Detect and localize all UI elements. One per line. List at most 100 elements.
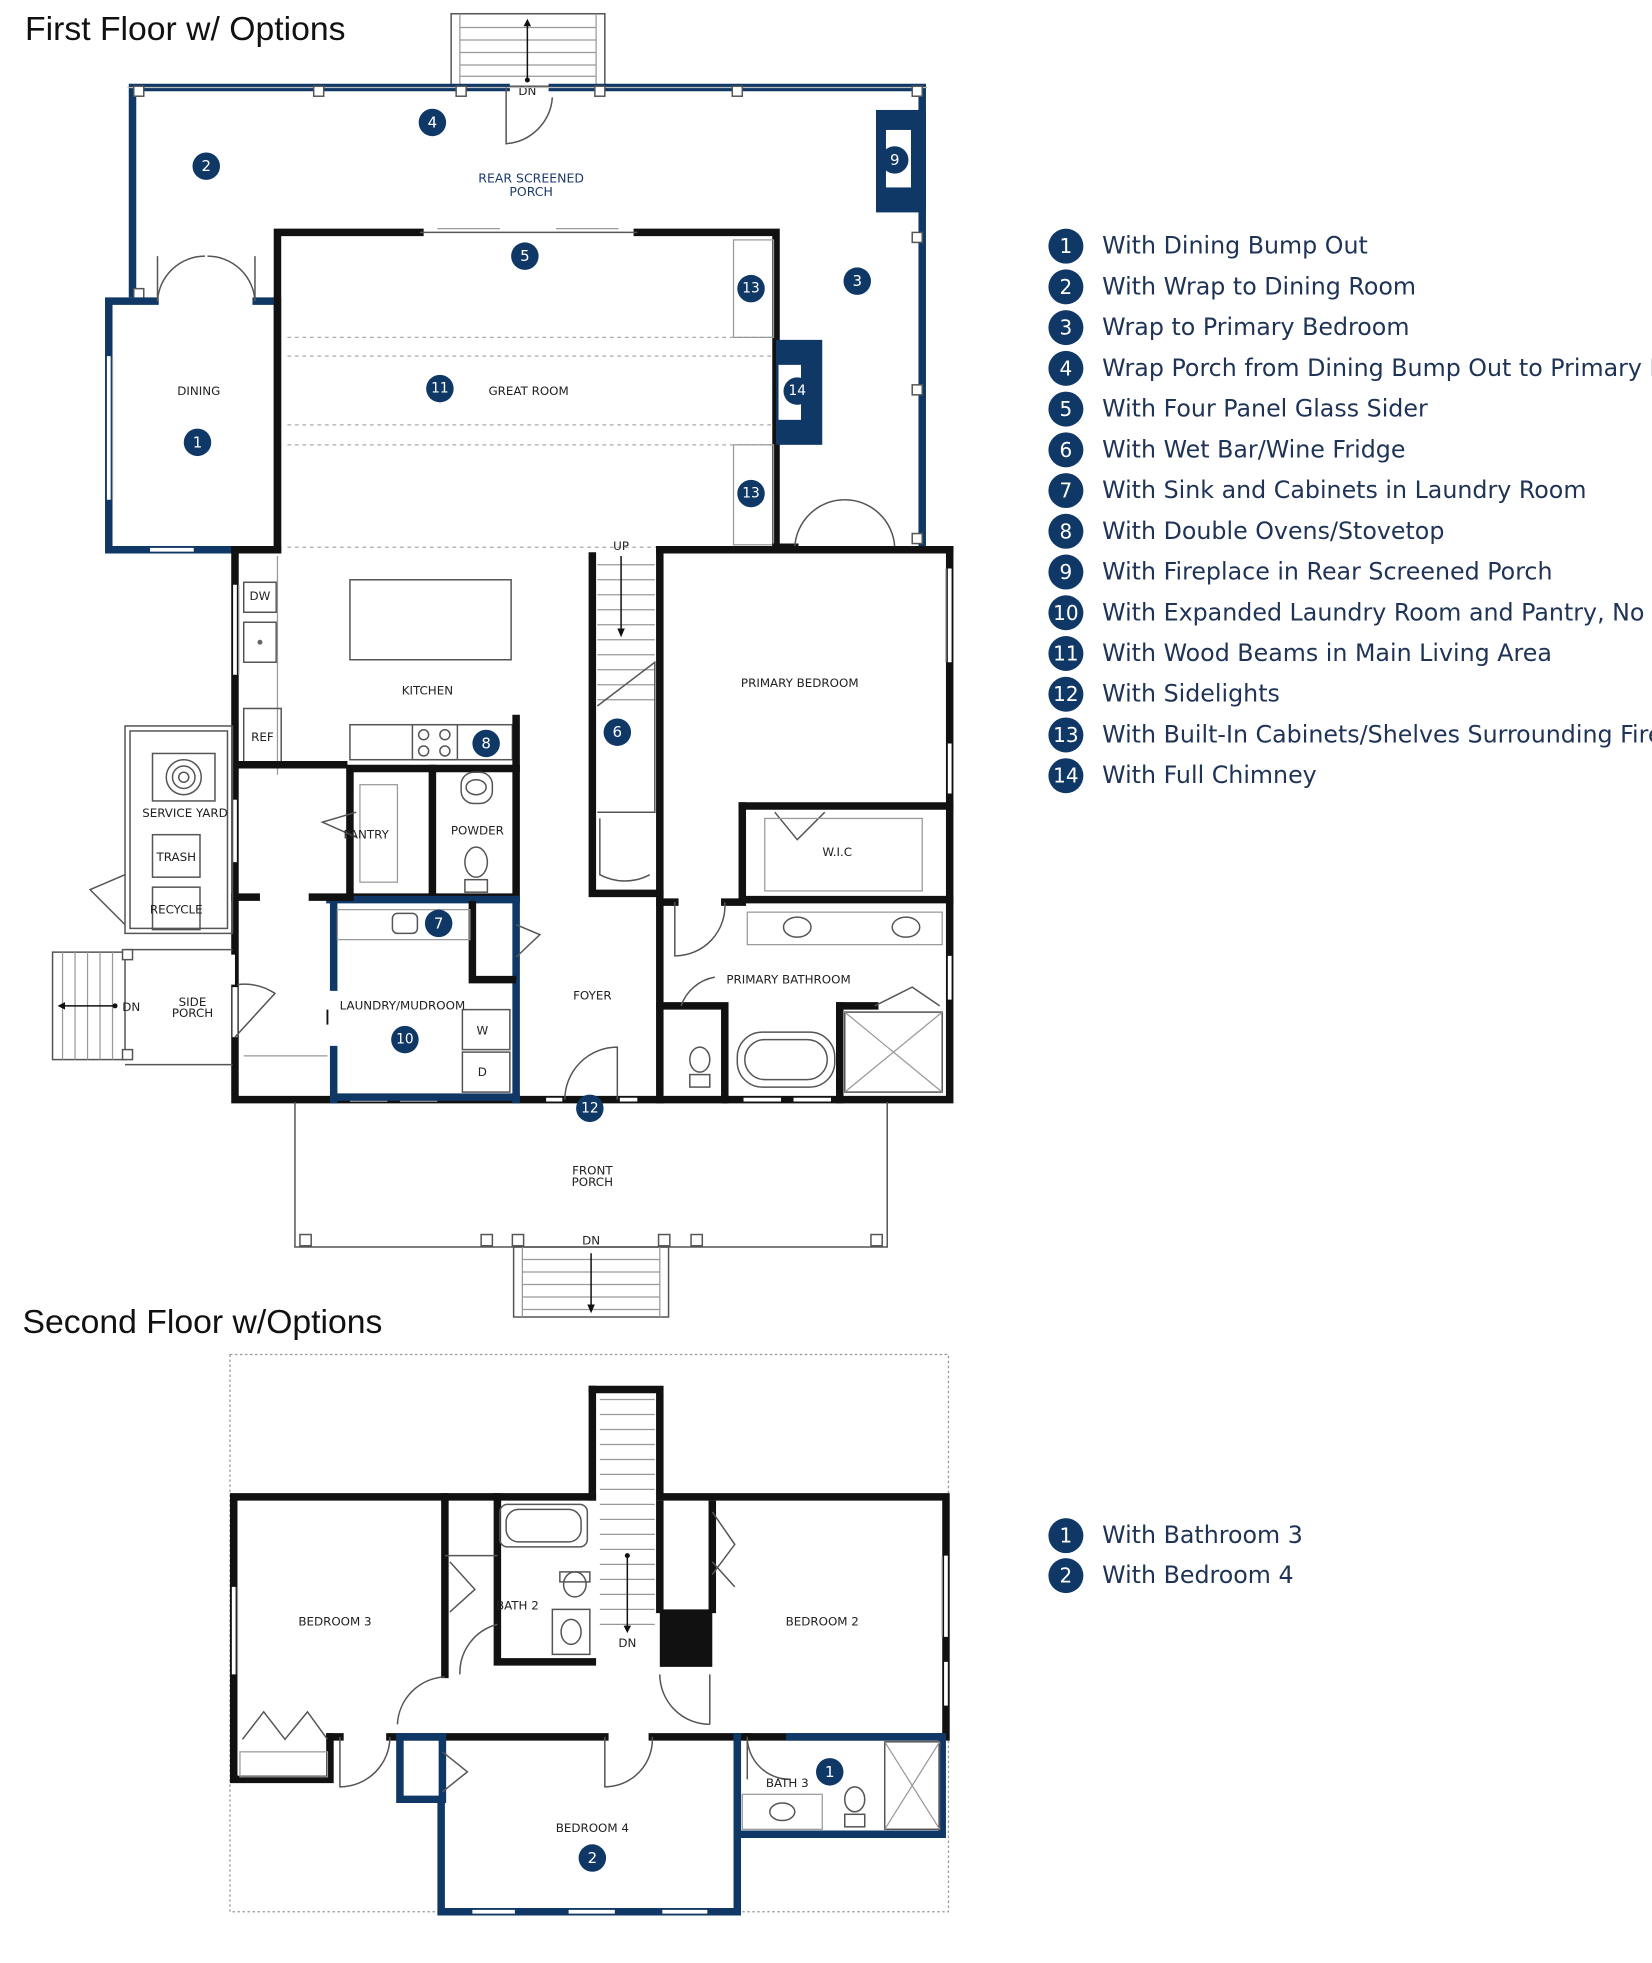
kitchen-label: KITCHEN [402,684,453,698]
second-floor-legend-badge-number: 1 [1060,1524,1073,1548]
plan-marker-12: 12 [576,1094,604,1123]
first-floor-plan: DN REAR SCREENED PORCH [51,12,954,1318]
svg-text:7: 7 [434,914,444,932]
laundry-label: LAUNDRY/MUDROOM [340,999,466,1013]
svg-text:2: 2 [588,1849,598,1867]
second-floor-legend-label: With Bedroom 4 [1102,1561,1293,1589]
plan-marker-13b: 13 [737,479,765,508]
primary-suite-walls [656,802,954,1104]
kitchen-fixtures [242,556,514,775]
svg-text:13: 13 [742,281,759,297]
side-porch-label-1: SIDE [179,995,207,1009]
first-floor-legend-badge [1048,310,1084,346]
second-floor-walls [229,1385,950,1788]
plan-marker-11: 11 [426,374,454,403]
rear-stairs-dn-label: DN [518,84,536,98]
great-room-label: GREAT ROOM [488,384,568,398]
front-porch-dn-label: DN [582,1234,600,1248]
bedroom-4-walls [396,1733,742,1916]
dishwasher-label: DW [250,589,271,603]
first-floor-legend-label: With Double Ovens/Stovetop [1102,517,1444,545]
recycle-label: RECYCLE [150,902,203,916]
first-floor-legend-label: Wrap to Primary Bedroom [1102,313,1409,341]
bath-3-label: BATH 3 [766,1776,809,1790]
second-floor-legend-badge [1048,1518,1084,1554]
side-porch-label-2: PORCH [172,1006,213,1020]
first-floor-legend-item: 5 With Four Panel Glass Sider [1048,391,1428,427]
pantry-label: PANTRY [343,827,389,841]
first-floor-legend-badge-number: 7 [1060,479,1073,503]
first-floor-legend-label: With Sink and Cabinets in Laundry Room [1102,476,1586,504]
first-floor-legend-badge [1048,595,1084,631]
plan-marker-4: 4 [418,108,447,137]
first-floor-legend-item: 13 With Built-In Cabinets/Shelves Surroun… [1048,717,1652,753]
second-floor-title: Second Floor w/Options [23,1303,383,1341]
svg-text:13: 13 [742,486,759,502]
plan-marker-1: 1 [183,428,212,457]
dining-walls [105,255,282,554]
first-floor-legend-item: 3 Wrap to Primary Bedroom [1048,310,1409,346]
bath-2 [396,1493,597,1725]
first-floor-legend-badge-number: 3 [1060,316,1073,340]
first-floor-legend-badge [1048,269,1084,305]
first-floor-legend-badge-number: 5 [1060,397,1073,421]
svg-text:4: 4 [428,113,438,131]
plan-marker-2-2: 2 [578,1844,607,1872]
first-floor-legend-badge [1048,717,1084,753]
first-floor-legend-item: 9 With Fireplace in Rear Screened Porch [1048,554,1553,590]
svg-text:1: 1 [825,1763,835,1781]
first-floor-legend-label: With Built-In Cabinets/Shelves Surroundi… [1102,720,1652,748]
stair-up-label: UP [613,539,629,553]
first-floor-legend-label: With Four Panel Glass Sider [1102,395,1428,423]
rear-porch-label-2: PORCH [509,184,553,199]
second-floor-plan: DN BATH 2 BEDROOM 3 BEDROOM 2 [229,1353,950,1916]
svg-text:6: 6 [613,723,623,741]
second-floor-legend: 1 With Bathroom 3 2 With Bedroom 4 [1048,1518,1303,1594]
wic-label: W.I.C [822,845,852,859]
stair-foyer-walls [546,546,954,1104]
bath-3-walls [733,1733,946,1839]
plan-marker-7: 7 [424,909,453,938]
first-floor-legend-label: With Fireplace in Rear Screened Porch [1102,558,1552,586]
plan-marker-14: 14 [783,377,812,405]
primary-bedroom-label: PRIMARY BEDROOM [741,676,859,690]
plan-marker-2: 2 [192,152,220,180]
plan-marker-9: 9 [880,146,909,174]
front-porch [294,1102,888,1318]
second-floor-legend-item: 1 With Bathroom 3 [1048,1518,1303,1554]
first-floor-legend-badge-number: 11 [1053,642,1078,666]
side-porch [51,948,233,1066]
first-floor-legend-badge [1048,676,1084,712]
bedroom-3-label: BEDROOM 3 [298,1615,371,1629]
plan-marker-8: 8 [472,729,500,758]
foyer-label: FOYER [573,989,612,1003]
first-floor-legend-badge-number: 14 [1053,764,1078,788]
rear-porch-walls [127,83,928,548]
first-floor-legend-badge-number: 9 [1060,560,1073,584]
dryer-label: D [478,1065,487,1079]
second-floor-legend-badge-number: 2 [1060,1564,1073,1588]
trash-label: TRASH [155,850,196,864]
first-floor-legend-badge [1048,473,1084,509]
svg-text:3: 3 [852,272,862,290]
plan-marker-5: 5 [511,242,539,270]
great-room-walls [273,228,823,554]
first-floor-legend-badge [1048,432,1084,468]
second-floor-legend-label: With Bathroom 3 [1102,1521,1303,1549]
primary-bathroom-label: PRIMARY BATHROOM [726,972,850,986]
first-floor-legend-badge-number: 13 [1053,723,1078,747]
first-floor-legend-label: With Wrap to Dining Room [1102,272,1416,300]
plan-marker-13a: 13 [737,274,765,303]
plan-marker-3: 3 [843,267,871,295]
interior-walls-west [231,714,542,1104]
first-floor-legend-label: With Wet Bar/Wine Fridge [1102,435,1405,463]
first-floor-legend-badge-number: 2 [1060,275,1073,299]
first-floor-legend-item: 2 With Wrap to Dining Room [1048,269,1416,305]
